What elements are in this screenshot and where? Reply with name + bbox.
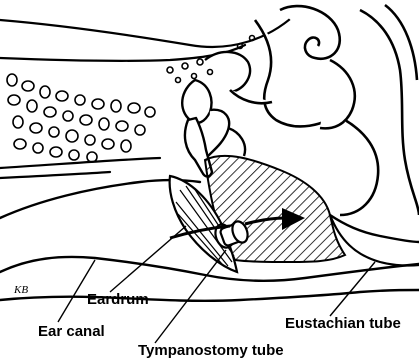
label-eardrum: Eardrum	[87, 292, 149, 307]
label-ear-canal: Ear canal	[38, 324, 105, 339]
label-eustachian-tube: Eustachian tube	[285, 316, 401, 331]
artist-signature: KB	[14, 284, 28, 296]
temporal-bone	[0, 10, 300, 178]
label-tympanostomy-tube: Tympanostomy tube	[138, 343, 284, 358]
